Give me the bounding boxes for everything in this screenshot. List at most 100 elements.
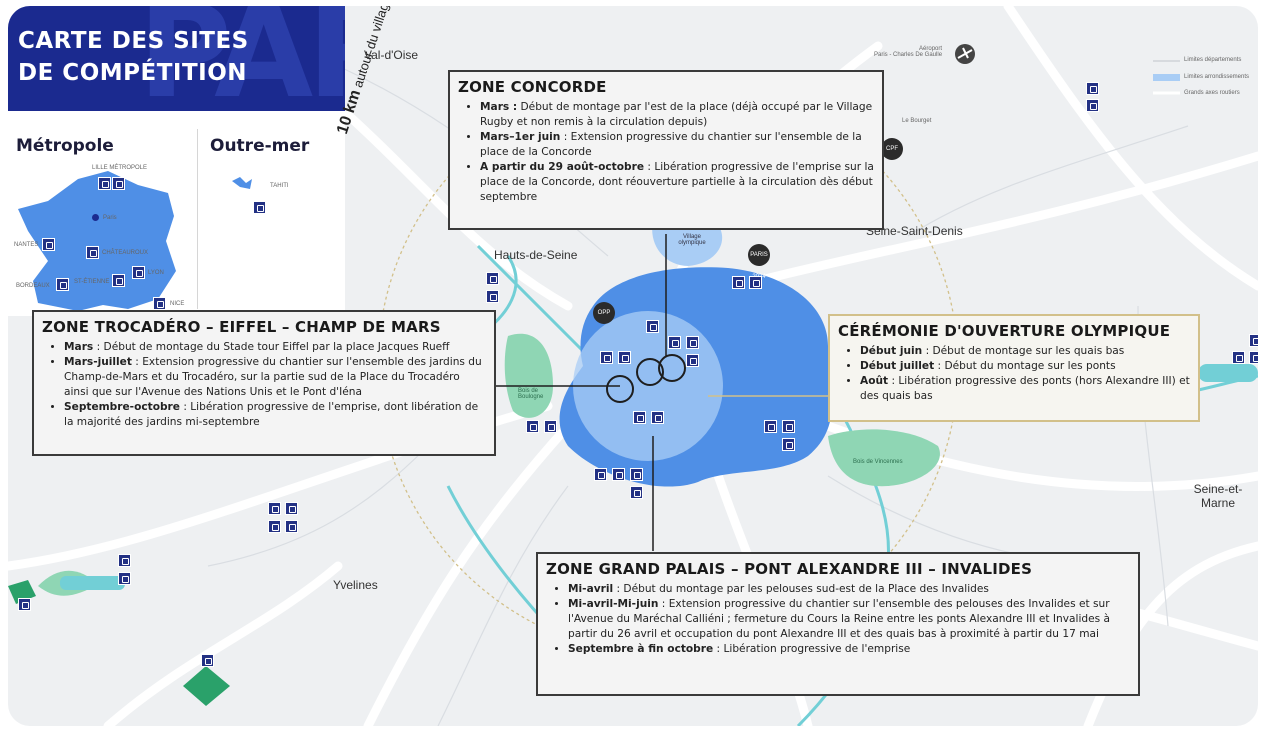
item-label: Septembre-octobre (64, 401, 180, 413)
label-seine-saint-denis: Seine-Saint-Denis (866, 224, 963, 238)
venue-icon (118, 572, 131, 585)
item-text: : Libération progressive des ponts (hors… (860, 375, 1190, 402)
item-text: : Libération progressive de l'emprise (713, 643, 911, 655)
label-seine-et-marne: Seine-et-Marne (1193, 482, 1243, 510)
venue-icon (1086, 82, 1099, 95)
item-text: : Libération progressive de l'emprise, d… (64, 401, 479, 428)
label-le-bourget: Le Bourget (902, 118, 932, 124)
item-text: : Début de montage du Stade tour Eiffel … (93, 341, 450, 353)
list-item: A partir du 29 août-octobre : Libération… (480, 160, 874, 205)
zone-grand-palais-list: Mi-avril : Début du montage par les pelo… (546, 582, 1130, 657)
city-bordeaux: BORDEAUX (16, 283, 50, 289)
venue-icon (253, 201, 266, 214)
venue-icon (268, 502, 281, 515)
zone-grand-palais-box: ZONE GRAND PALAIS – PONT ALEXANDRE III –… (536, 552, 1140, 696)
label-hauts-de-seine: Hauts-de-Seine (494, 248, 578, 262)
venue-icon (153, 297, 166, 310)
badge-paris-2024: PARIS 2024 (748, 244, 770, 280)
west-nautical-site (60, 576, 125, 590)
east-nautical-site (1198, 364, 1258, 382)
item-text: : Extension progressive du chantier sur … (64, 356, 482, 398)
title-line-1: CARTE DES SITES (18, 28, 249, 54)
venue-icon (1086, 99, 1099, 112)
title-panel: PARIS CARTE DES SITES DE COMPÉTITION (8, 6, 345, 111)
venue-icon (686, 336, 699, 349)
item-label: Mi-avril (568, 583, 614, 595)
venue-icon (633, 411, 646, 424)
bois-de-vincennes-area (828, 429, 940, 487)
inset-map: Métropole Outre-mer LILLE MÉTROPOLE Pari… (8, 111, 345, 316)
item-label: Début juillet (860, 360, 935, 372)
item-label: Mars-juillet (64, 356, 132, 368)
venue-icon (630, 468, 643, 481)
city-lille: LILLE MÉTROPOLE (92, 165, 148, 171)
legend-arrondissements: Limites arrondissements (1184, 74, 1250, 80)
item-label: Mars : (480, 101, 518, 113)
outremer-heading: Outre-mer (210, 136, 310, 156)
venue-icon (618, 351, 631, 364)
badge-cpf: CPF (881, 138, 903, 160)
list-item: Août : Libération progressive des ponts … (860, 374, 1190, 404)
label-bois-de-vincennes: Bois de Vincennes (853, 459, 903, 465)
item-label: Mi-avril-Mi-juin (568, 598, 659, 610)
item-text: : Début du montage sur les ponts (934, 360, 1116, 372)
venue-icon (1249, 351, 1258, 364)
legend-departements: Limites départements (1184, 57, 1242, 63)
venue-icon (646, 320, 659, 333)
badge-opp: OPP (593, 302, 615, 324)
city-nantes: NANTES (14, 242, 39, 248)
callout-lines (494, 234, 828, 551)
label-val-doise: Val-d'Oise (364, 48, 419, 62)
legend-axes-routiers: Grands axes routiers (1184, 90, 1240, 96)
zone-concorde-box: ZONE CONCORDE Mars : Début de montage pa… (448, 70, 884, 230)
venue-icon (486, 290, 499, 303)
venue-icon (764, 420, 777, 433)
venue-icon (86, 246, 99, 259)
item-label: Août (860, 375, 889, 387)
metropole-heading: Métropole (16, 136, 114, 156)
ceremonie-title: CÉRÉMONIE D'OUVERTURE OLYMPIQUE (838, 322, 1171, 340)
inset-divider (197, 129, 198, 309)
list-item: Début juillet : Début du montage sur les… (860, 359, 1190, 374)
event-circles (606, 354, 686, 403)
tahiti-shape (232, 177, 252, 189)
list-item: Septembre à fin octobre : Libération pro… (568, 642, 1130, 657)
item-label: Septembre à fin octobre (568, 643, 714, 655)
item-label: Mars (64, 341, 94, 353)
item-text: : Début du montage par les pelouses sud-… (613, 583, 989, 595)
central-zone (573, 311, 723, 461)
title-background-word: PARIS (138, 6, 345, 111)
city-saint-etienne: ST-ÉTIENNE (74, 279, 110, 285)
item-text: : Extension progressive du chantier sur … (568, 598, 1111, 640)
venue-icon (285, 502, 298, 515)
venue-icon (285, 520, 298, 533)
list-item: Début juin : Début de montage sur les qu… (860, 344, 1190, 359)
item-label: Début juin (860, 345, 923, 357)
item-text: : Libération progressive de l'emprise su… (480, 161, 874, 203)
venue-icon (630, 486, 643, 499)
city-nice: NICE (170, 301, 185, 307)
item-text: Début de montage par l'est de la place (… (480, 101, 873, 128)
venue-icon (112, 274, 125, 287)
plane-shape (957, 47, 973, 59)
legend-mark-arrondissements (1153, 74, 1180, 81)
venue-icon (594, 468, 607, 481)
bois-de-boulogne-area (504, 333, 553, 418)
venue-icon (600, 351, 613, 364)
venue-icon (686, 354, 699, 367)
map-frame: PARIS CARTE DES SITES DE COMPÉTITION Mét… (8, 6, 1258, 726)
venue-icon (612, 468, 625, 481)
city-chateauroux: CHÂTEAUROUX (102, 250, 149, 256)
zone-trocadero-list: Mars : Début de montage du Stade tour Ei… (42, 340, 486, 430)
zone-trocadero-title: ZONE TROCADÉRO – EIFFEL – CHAMP DE MARS (42, 318, 441, 336)
venue-icon (782, 420, 795, 433)
list-item: Mars-juillet : Extension progressive du … (64, 355, 486, 400)
label-village-olympique: Village olympique (678, 234, 706, 246)
city-paris: Paris (103, 215, 117, 221)
city-lyon: LYON (148, 270, 164, 276)
item-label: A partir du 29 août-octobre (480, 161, 645, 173)
venue-icon (732, 276, 745, 289)
venue-icon (112, 177, 125, 190)
item-text: : Début de montage sur les quais bas (922, 345, 1125, 357)
ceremonie-box: CÉRÉMONIE D'OUVERTURE OLYMPIQUE Début ju… (828, 314, 1200, 422)
